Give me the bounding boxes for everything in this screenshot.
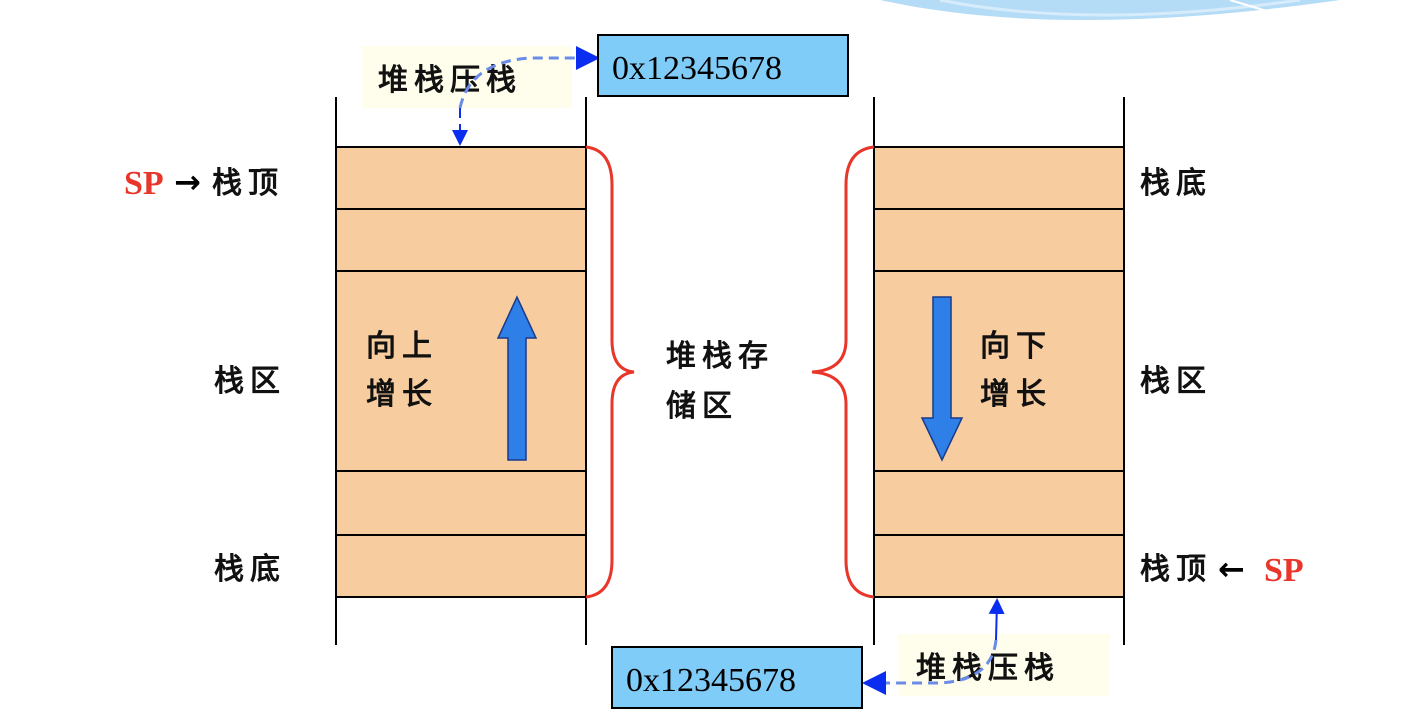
sp-label-left: SP [124,165,164,202]
push-note-top-text: 堆栈压栈 [378,63,522,98]
right-top-label: 栈底 [1140,166,1212,201]
center-label-line2: 储区 [666,389,738,424]
left-top-label: 栈顶 [212,166,284,201]
pointer-to-bottom-address [862,639,998,695]
address-bottom-text: 0x12345678 [626,662,796,699]
left-brace [585,145,635,599]
growth-label-up-line1: 向上 [366,329,438,364]
left-bottom-label: 栈底 [214,552,286,587]
right-brace [811,145,875,599]
up-arrow-icon [496,295,538,461]
sp-label-right: SP [1264,552,1304,589]
left-middle-label: 栈区 [214,364,286,399]
push-note-bottom [898,634,1110,696]
address-box-top [597,34,849,97]
decorative-wave [880,0,1340,20]
address-box-bottom [611,646,863,709]
push-note-top [362,46,572,108]
growth-label-down-line2: 增长 [980,377,1052,412]
right-bottom-label: 栈顶 [1140,552,1212,587]
growth-label-up-line2: 增长 [366,377,438,412]
address-top-text: 0x12345678 [612,50,782,87]
pointer-to-right-stack-top [988,598,1005,641]
right-arrow-icon: → [174,163,201,201]
left-stack: 向上 增长 [335,97,587,645]
right-middle-label: 栈区 [1140,364,1212,399]
center-label-line1: 堆栈存 [666,339,774,374]
left-arrow-icon: ← [1218,550,1245,588]
right-stack: 向下 增长 [873,97,1125,645]
push-note-bottom-text: 堆栈压栈 [916,651,1060,686]
pointer-to-top-address [458,46,600,109]
growth-label-down-line1: 向下 [980,329,1052,364]
down-arrow-icon [920,296,964,462]
